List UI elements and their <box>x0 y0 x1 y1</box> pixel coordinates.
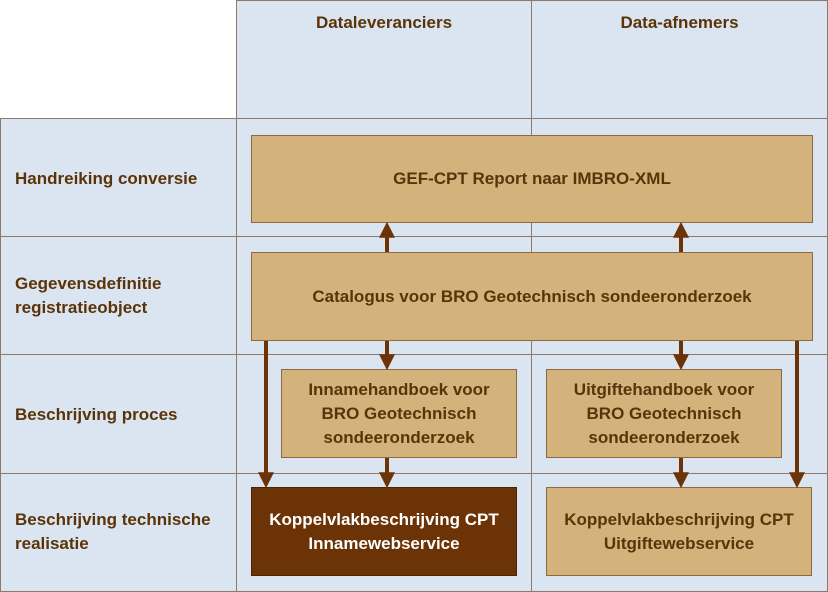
row-label-cell-2: Gegevensdefinitie registratieobject <box>0 236 237 355</box>
row-label-cell-3: Beschrijving proces <box>0 354 237 474</box>
column-header-data-afnemers: Data-afnemers <box>620 13 739 32</box>
column-header-dataleveranciers: Dataleveranciers <box>315 13 453 32</box>
row-label-gegevensdefinitie: Gegevensdefinitie registratieobject <box>15 274 162 317</box>
catalogus-box: Catalogus voor BRO Geotechnisch sondeero… <box>251 252 813 341</box>
row-label-cell-4: Beschrijving technische realisatie <box>0 473 237 592</box>
row-label-beschrijving-technische-realisatie: Beschrijving technische realisatie <box>15 510 211 553</box>
row-label-beschrijving-proces: Beschrijving proces <box>15 405 178 424</box>
gef-cpt-conversion-box: GEF-CPT Report naar IMBRO-XML <box>251 135 813 223</box>
innamehandboek-box: Innamehandboek voor BRO Geotechnisch son… <box>281 369 517 458</box>
row-label-handreiking-conversie: Handreiking conversie <box>15 169 198 188</box>
koppelvlak-uitgifte-box: Koppelvlakbeschrijving CPT Uitgiftewebse… <box>546 487 812 576</box>
uitgiftehandboek-box: Uitgiftehandboek voor BRO Geotechnisch s… <box>546 369 782 458</box>
header-cell-dataleveranciers: Dataleveranciers <box>236 0 532 119</box>
header-cell-data-afnemers: Data-afnemers <box>531 0 828 119</box>
row-label-cell-1: Handreiking conversie <box>0 118 237 237</box>
koppelvlak-inname-box: Koppelvlakbeschrijving CPT Innamewebserv… <box>251 487 517 576</box>
